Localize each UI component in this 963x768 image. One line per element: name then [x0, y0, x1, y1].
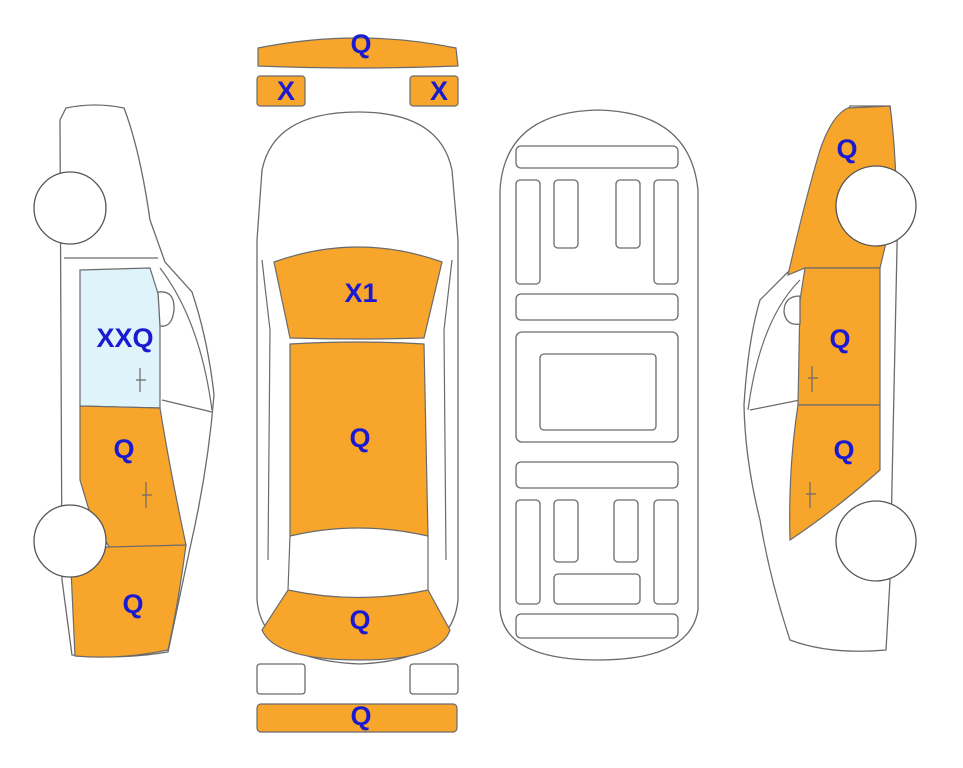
underbody-rail-rr — [653, 499, 679, 605]
label-rear-bumper: Q — [350, 701, 371, 731]
left-side-windshield-line — [159, 267, 213, 411]
label-right-headlight: X — [430, 76, 448, 106]
right-taillight — [409, 663, 459, 695]
underbody-rail-rl — [515, 499, 541, 605]
right-side-view — [743, 105, 917, 652]
rear-bumper[interactable] — [256, 703, 458, 733]
label-right-fender: Q — [836, 134, 857, 164]
underbody-block-rr — [613, 499, 639, 563]
label-hood: X1 — [344, 278, 377, 308]
underbody-crossmember-2 — [515, 461, 679, 489]
label-left-front-window: XXQ — [96, 323, 153, 353]
top-left-side-line — [261, 259, 271, 561]
hood[interactable] — [273, 246, 443, 340]
label-front-bumper: Q — [350, 29, 371, 59]
underbody-front-bar — [515, 145, 679, 169]
top-right-side-line — [443, 259, 453, 561]
underbody-block-fr — [615, 179, 641, 249]
right-headlight[interactable] — [409, 75, 459, 107]
right-rear-wheel — [835, 500, 917, 582]
label-right-rear-door: Q — [833, 435, 854, 465]
underbody-rail-fl — [515, 179, 541, 285]
label-right-front-door: Q — [829, 324, 850, 354]
label-left-front-door: Q — [113, 434, 134, 464]
front-bumper[interactable] — [257, 37, 459, 69]
right-front-wheel — [835, 165, 917, 247]
left-headlight[interactable] — [256, 75, 306, 107]
right-door-handle-1 — [808, 366, 818, 392]
underbody-view — [499, 109, 699, 661]
left-side-view — [33, 104, 215, 658]
right-side-dash-line — [749, 399, 801, 411]
right-rear-door[interactable] — [789, 404, 881, 542]
underbody-center-panel — [539, 353, 657, 431]
top-view — [256, 37, 459, 733]
underbody-rear-box — [553, 573, 641, 605]
trunk[interactable] — [261, 589, 451, 661]
underbody-crossmember-1 — [515, 293, 679, 321]
label-left-rear-fender: Q — [122, 589, 143, 619]
left-front-wheel — [33, 171, 107, 245]
underbody-block-rl — [553, 499, 579, 563]
left-door-handle-2 — [142, 482, 152, 508]
label-trunk: Q — [349, 605, 370, 635]
left-taillight — [256, 663, 306, 695]
label-left-headlight: X — [277, 76, 295, 106]
left-side-mirror — [157, 291, 175, 327]
damage-labels: Q X X X1 Q Q Q XXQ Q Q Q Q Q — [96, 29, 857, 731]
left-door-handle-1 — [136, 368, 146, 392]
right-door-handle-2 — [806, 482, 816, 508]
label-roof: Q — [349, 423, 370, 453]
left-side-dash-line — [161, 399, 213, 413]
underbody-block-fl — [553, 179, 579, 249]
left-rear-wheel — [33, 504, 107, 578]
right-side-windshield-line — [747, 279, 801, 411]
right-side-mirror — [783, 295, 801, 325]
left-rear-fender[interactable] — [69, 544, 187, 658]
underbody-rail-fr — [653, 179, 679, 285]
underbody-rear-bar — [515, 613, 679, 639]
top-rear-left-line — [287, 535, 291, 591]
